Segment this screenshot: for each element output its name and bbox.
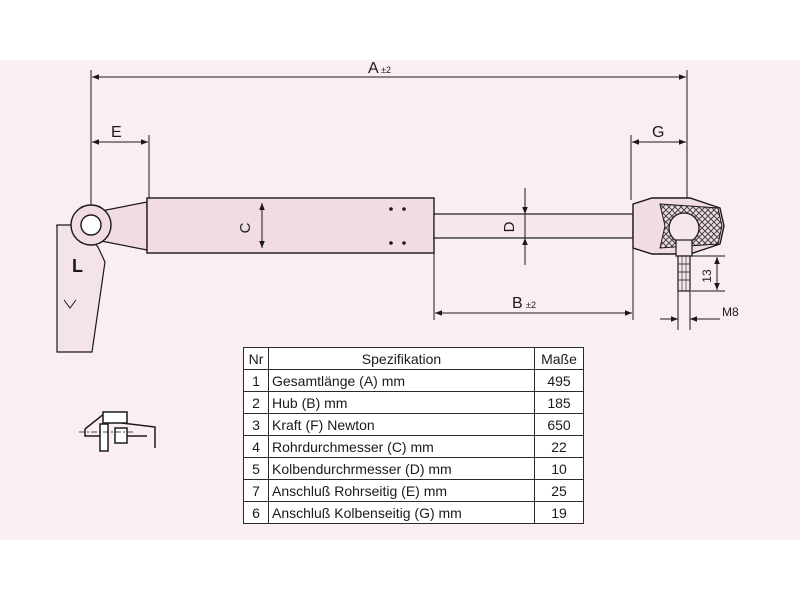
row-spec: Anschluß Rohrseitig (E) mm [268, 479, 535, 502]
dimension-c-label: C [237, 222, 254, 233]
specification-table: Nr Spezifikation Maße 1 Gesamtlänge (A) … [243, 347, 584, 524]
row-value: 10 [534, 457, 584, 480]
tube-eye-end [70, 201, 148, 251]
row-value: 185 [534, 391, 584, 414]
dimension-g-label: G [652, 124, 664, 141]
mounting-clip-sketch [79, 411, 156, 452]
dimension-b-tolerance: ±2 [526, 300, 536, 310]
mount-side-label: L [72, 256, 83, 276]
row-value: 495 [534, 369, 584, 392]
dimension-a-label: A [368, 60, 379, 77]
row-spec: Gesamtlänge (A) mm [268, 369, 535, 392]
dimension-a-tolerance: ±2 [381, 65, 391, 75]
row-value: 650 [534, 413, 584, 436]
row-value: 22 [534, 435, 584, 458]
table-header-row: Nr Spezifikation Maße [243, 347, 584, 370]
dimension-d-label: D [501, 221, 518, 232]
dimension-e: E [92, 124, 150, 200]
row-nr: 1 [243, 369, 269, 392]
row-nr: 2 [243, 391, 269, 414]
cylinder-tube: C [146, 197, 435, 254]
table-row: 2 Hub (B) mm 185 [243, 391, 584, 414]
row-value: 25 [534, 479, 584, 502]
header-value: Maße [534, 347, 584, 370]
row-spec: Kraft (F) Newton [268, 413, 535, 436]
thread-size-label: M8 [722, 305, 739, 319]
dimension-e-label: E [111, 124, 122, 141]
row-spec: Rohrdurchmesser (C) mm [268, 435, 535, 458]
thread-length-label: 13 [700, 269, 714, 283]
row-value: 19 [534, 501, 584, 524]
row-spec: Anschluß Kolbenseitig (G) mm [268, 501, 535, 524]
row-spec: Kolbendurchrmesser (D) mm [268, 457, 535, 480]
table-row: 4 Rohrdurchmesser (C) mm 22 [243, 435, 584, 458]
table-row: 3 Kraft (F) Newton 650 [243, 413, 584, 436]
piston-rod: D [433, 188, 634, 265]
row-nr: 4 [243, 435, 269, 458]
row-nr: 6 [243, 501, 269, 524]
dimension-g: G [630, 124, 686, 200]
dimension-b-label: B [512, 295, 523, 312]
row-nr: 3 [243, 413, 269, 436]
header-spec: Spezifikation [268, 347, 535, 370]
dimension-a: A ±2 [90, 60, 688, 215]
row-nr: 5 [243, 457, 269, 480]
threaded-stud: 13 M8 [660, 255, 739, 330]
table-row: 7 Anschluß Rohrseitig (E) mm 25 [243, 479, 584, 502]
row-spec: Hub (B) mm [268, 391, 535, 414]
header-nr: Nr [243, 347, 269, 370]
table-row: 5 Kolbendurchrmesser (D) mm 10 [243, 457, 584, 480]
row-nr: 7 [243, 479, 269, 502]
ball-socket-end [632, 197, 725, 257]
table-row: 6 Anschluß Kolbenseitig (G) mm 19 [243, 501, 584, 524]
table-row: 1 Gesamtlänge (A) mm 495 [243, 369, 584, 392]
dimension-b: B ±2 [433, 238, 634, 320]
